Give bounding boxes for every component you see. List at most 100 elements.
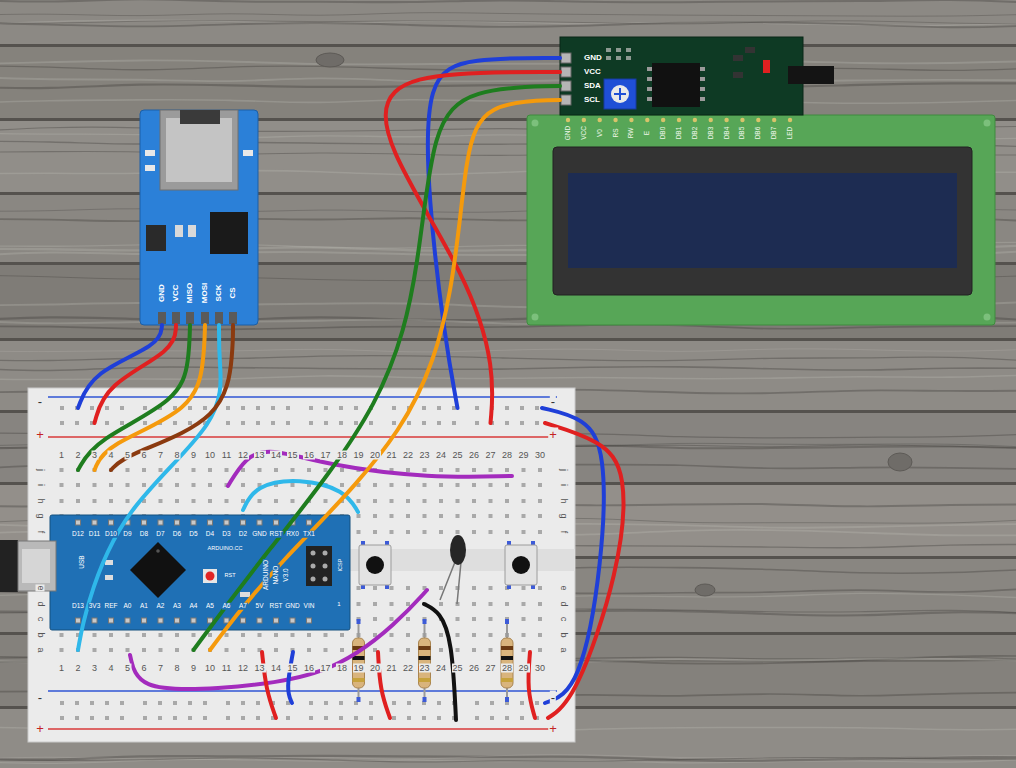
text-holder: 3V3 — [88, 603, 102, 610]
hole — [456, 468, 460, 472]
column-number: 19 — [352, 451, 364, 460]
text-holder: 12 — [237, 451, 249, 460]
jumper-wire — [424, 604, 456, 720]
rail-hole — [60, 701, 64, 705]
text-holder: 26 — [468, 664, 480, 673]
pin-label: A5 — [205, 603, 215, 610]
hole — [456, 514, 460, 518]
text-holder: j — [36, 468, 45, 472]
text-holder: V0 — [596, 128, 603, 138]
pin-label: GND — [583, 54, 603, 62]
rail-hole — [392, 701, 396, 705]
text-holder: SDA — [583, 82, 602, 90]
lcd-pin-hole — [756, 118, 760, 122]
pin-label: D9 — [122, 531, 132, 538]
rail-hole — [271, 406, 275, 410]
hole — [225, 648, 229, 652]
hole — [406, 483, 410, 487]
pin-label: SCL — [583, 96, 601, 104]
pin-label: DB7 — [771, 126, 778, 141]
text-holder: D5 — [188, 531, 198, 538]
column-number: 25 — [451, 664, 463, 673]
rail-sign: + — [35, 428, 45, 441]
hole — [522, 499, 526, 503]
hole — [307, 468, 311, 472]
text-holder: 10 — [204, 664, 216, 673]
rail-hole — [75, 701, 79, 705]
header-pin — [274, 520, 279, 525]
column-number: 27 — [484, 451, 496, 460]
hole — [489, 602, 493, 606]
column-number: 14 — [270, 451, 282, 460]
column-number: 22 — [402, 664, 414, 673]
text-holder: VIN — [303, 603, 316, 610]
row-letter: c — [559, 616, 568, 623]
resistor-band — [419, 656, 431, 660]
hole — [406, 633, 410, 637]
pin-label: REF — [104, 603, 119, 610]
lcd-body — [527, 115, 995, 325]
thermistor-leg — [440, 562, 461, 604]
smd-pad — [626, 56, 631, 60]
rail-hole — [203, 716, 207, 720]
pin-label: GND — [158, 283, 166, 303]
text-holder: 4 — [107, 664, 114, 673]
rail-hole — [437, 421, 441, 425]
hole — [291, 468, 295, 472]
wood-grain — [0, 99, 1016, 104]
rail-hole — [226, 406, 230, 410]
text-holder: D13 — [71, 603, 85, 610]
hole — [175, 483, 179, 487]
text-holder: 18 — [336, 664, 348, 673]
hole — [307, 648, 311, 652]
board-label: 1 — [336, 601, 341, 607]
hole — [291, 483, 295, 487]
hole — [373, 586, 377, 590]
header-pin — [109, 520, 114, 525]
usb-cable — [0, 540, 18, 592]
rail-line — [48, 728, 557, 730]
board-label: ARDUINO — [263, 559, 270, 591]
pin-label: DB0 — [660, 126, 667, 141]
text-holder: 16 — [303, 451, 315, 460]
text-holder: 28 — [501, 664, 513, 673]
hole — [505, 602, 509, 606]
text-holder: A6 — [222, 603, 232, 610]
column-number: 25 — [451, 451, 463, 460]
hole — [274, 468, 278, 472]
hole — [472, 602, 476, 606]
jumper-wire — [542, 408, 604, 703]
potentiometer — [604, 79, 636, 109]
wood-grain — [0, 22, 1016, 27]
pin-label: VCC — [172, 284, 180, 303]
text-holder: 30 — [534, 451, 546, 460]
text-holder: 9 — [190, 664, 197, 673]
text-holder: c — [36, 616, 45, 623]
hole — [109, 499, 113, 503]
led — [763, 60, 770, 73]
rail-hole — [407, 701, 411, 705]
smd-part — [175, 225, 183, 237]
text-holder: 7 — [157, 451, 164, 460]
hole — [456, 499, 460, 503]
rail-hole — [60, 406, 64, 410]
lcd-pin-hole — [566, 118, 570, 122]
column-number: 6 — [140, 451, 147, 460]
smd-part — [243, 150, 253, 156]
rail-hole — [392, 716, 396, 720]
jumper-wire — [529, 652, 535, 718]
wood-grain — [0, 367, 1016, 371]
text-holder: - — [37, 395, 43, 408]
pin-label: GND — [284, 603, 300, 610]
backpack-board — [560, 37, 803, 115]
hole — [373, 602, 377, 606]
rail-sign: - — [37, 395, 43, 408]
rail-hole — [535, 421, 539, 425]
wood-knot — [695, 584, 715, 596]
rail-hole — [309, 421, 313, 425]
row-letter: f — [559, 530, 568, 535]
hole — [538, 483, 542, 487]
pin-label: D7 — [155, 531, 165, 538]
ic-pin — [647, 77, 652, 81]
wood-grain — [0, 77, 1016, 82]
